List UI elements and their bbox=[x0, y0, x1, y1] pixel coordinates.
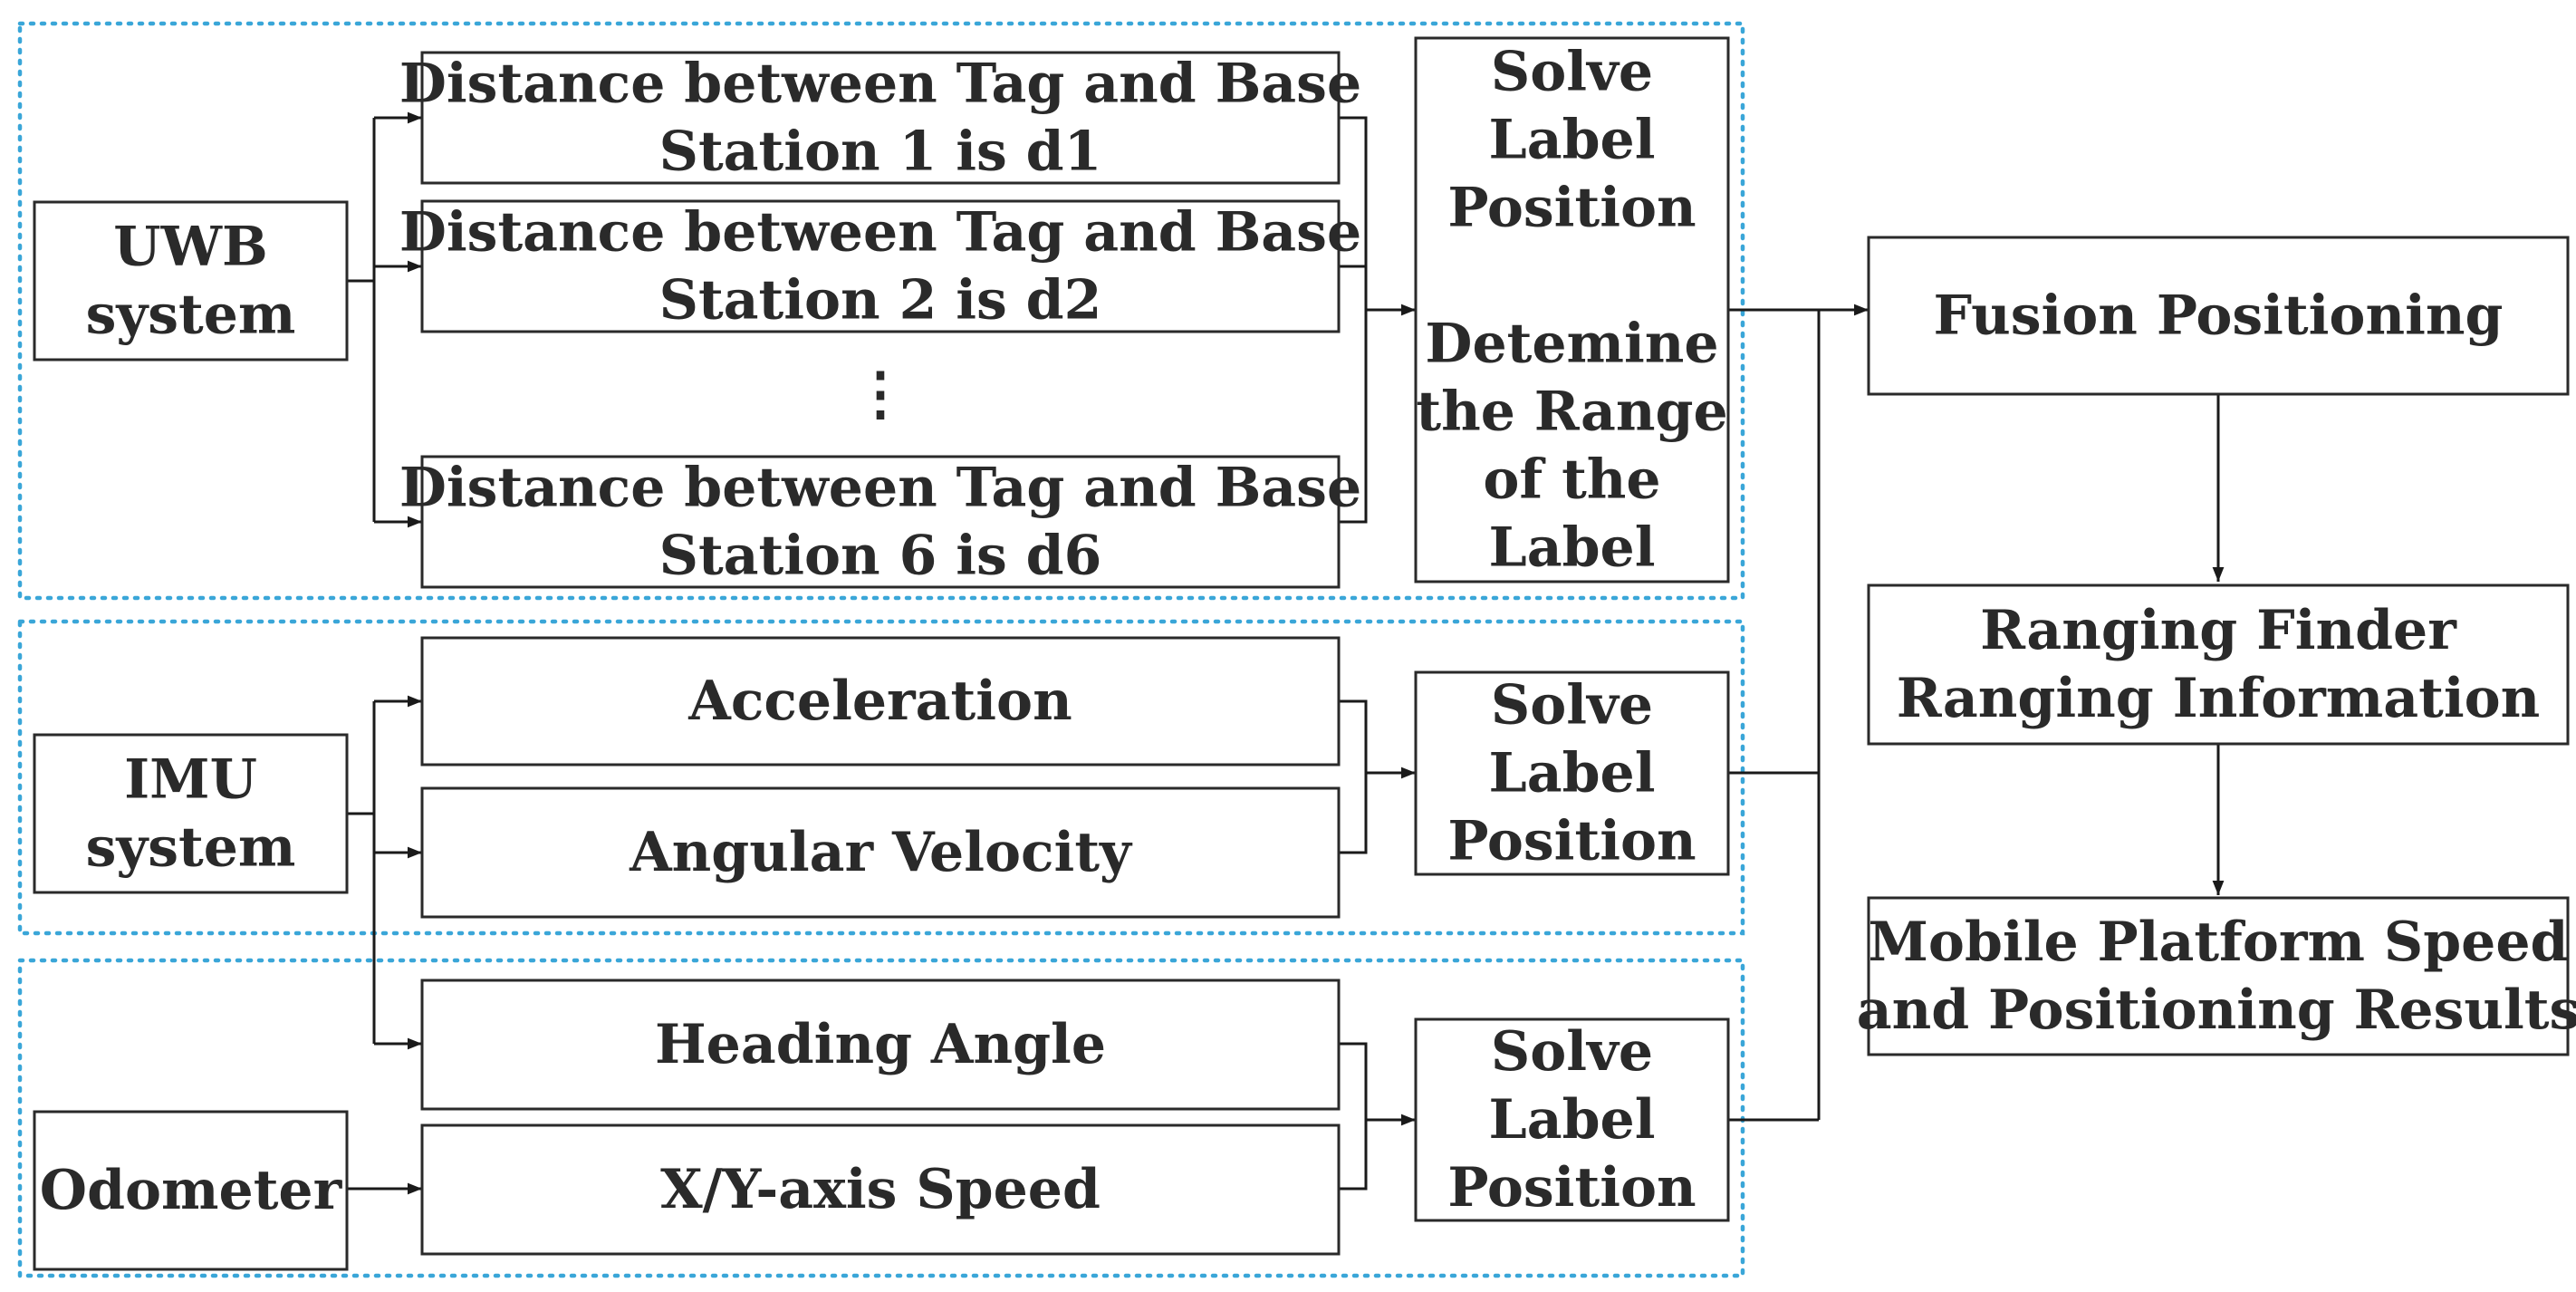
heading-angle-box-frame bbox=[420, 979, 1341, 1111]
imu-solve-label-line: Solve bbox=[1491, 674, 1653, 738]
uwb-solve-label-line: Detemine bbox=[1425, 313, 1718, 376]
distance-2-label-line: Station 2 is d2 bbox=[659, 269, 1102, 333]
odo-merge-line bbox=[1339, 1042, 1368, 1191]
imu-merge-line bbox=[1339, 699, 1368, 854]
fusion-positioning-label-line: Fusion Positioning bbox=[1934, 284, 2504, 348]
ellipsis-icon: ⋮ bbox=[851, 360, 909, 428]
uwb-solve-label-line: Label bbox=[1489, 516, 1656, 580]
acceleration-label-line: Acceleration bbox=[687, 670, 1072, 733]
uwb-solve-label-line: Position bbox=[1447, 177, 1696, 240]
distance-6-box-frame bbox=[420, 455, 1341, 589]
ranging-finder-label-line: Ranging Finder bbox=[1980, 599, 2457, 662]
imu-system-label-line: IMU bbox=[124, 748, 257, 812]
positioning-results-label-line: Mobile Platform Speed bbox=[1869, 911, 2569, 974]
angular-velocity-box-frame bbox=[420, 786, 1341, 919]
angular-velocity-label-line: Angular Velocity bbox=[629, 821, 1133, 884]
uwb-system-box-frame bbox=[33, 200, 349, 362]
distance-1-label-line: Station 1 is d1 bbox=[659, 121, 1102, 184]
xy-speed-box: X/Y-axis Speed bbox=[420, 1123, 1341, 1256]
uwb-solve-label-line: Solve bbox=[1491, 41, 1653, 104]
heading-angle-label-line: Heading Angle bbox=[655, 1013, 1106, 1076]
ranging-finder-box-frame bbox=[1867, 583, 2570, 746]
imu-system-label-line: system bbox=[86, 816, 296, 880]
distance-2-label-line: Distance between Tag and Base bbox=[399, 201, 1361, 265]
uwb-solve-label-line: Label bbox=[1489, 109, 1656, 172]
heading-angle-box: Heading Angle bbox=[420, 979, 1341, 1111]
distance-6-label-line: Station 6 is d6 bbox=[659, 525, 1102, 588]
imu-solve-label-line: Label bbox=[1489, 742, 1656, 805]
positioning-results-box-frame bbox=[1867, 896, 2570, 1056]
odometer-label-line: Odometer bbox=[40, 1159, 343, 1222]
imu-solve-box-frame bbox=[1414, 670, 1730, 876]
ranging-finder-label-line: Ranging Information bbox=[1897, 667, 2541, 730]
distance-1-label-line: Distance between Tag and Base bbox=[399, 53, 1361, 116]
dist-merge-line bbox=[1339, 116, 1368, 524]
uwb-solve-label-line: of the bbox=[1483, 448, 1660, 512]
positioning-results-label-line: and Positioning Results bbox=[1857, 979, 2576, 1042]
distance-1-box-frame bbox=[420, 51, 1341, 185]
odometer-box-frame bbox=[33, 1110, 349, 1271]
xy-speed-box-frame bbox=[420, 1123, 1341, 1256]
angular-velocity-box: Angular Velocity bbox=[420, 786, 1341, 919]
odometer-group-frame bbox=[17, 958, 1745, 1278]
xy-speed-label-line: X/Y-axis Speed bbox=[660, 1158, 1101, 1221]
fusion-positioning-box: Fusion Positioning bbox=[1867, 236, 2570, 396]
uwb-system-label-line: UWB bbox=[113, 216, 267, 279]
odometer-solve-label-line: Solve bbox=[1491, 1020, 1653, 1084]
distance-2-box-frame bbox=[420, 199, 1341, 333]
odometer-solve-label-line: Label bbox=[1489, 1088, 1656, 1152]
fusion-positioning-box-frame bbox=[1867, 236, 2570, 396]
imu-solve-label-line: Position bbox=[1447, 810, 1696, 873]
distance-6-label-line: Distance between Tag and Base bbox=[399, 457, 1361, 520]
acceleration-box: Acceleration bbox=[420, 636, 1341, 767]
connectors bbox=[347, 111, 2225, 1195]
acceleration-box-frame bbox=[420, 636, 1341, 767]
imu-system-box-frame bbox=[33, 733, 349, 894]
odometer-solve-box-frame bbox=[1414, 1017, 1730, 1222]
uwb-solve-box-frame bbox=[1414, 36, 1730, 583]
odometer-solve-label-line: Position bbox=[1447, 1156, 1696, 1220]
uwb-system-label-line: system bbox=[86, 284, 296, 347]
odometer-box: Odometer bbox=[33, 1110, 349, 1271]
uwb-solve-label-line: the Range bbox=[1416, 381, 1727, 444]
imu-group-frame bbox=[17, 619, 1745, 936]
